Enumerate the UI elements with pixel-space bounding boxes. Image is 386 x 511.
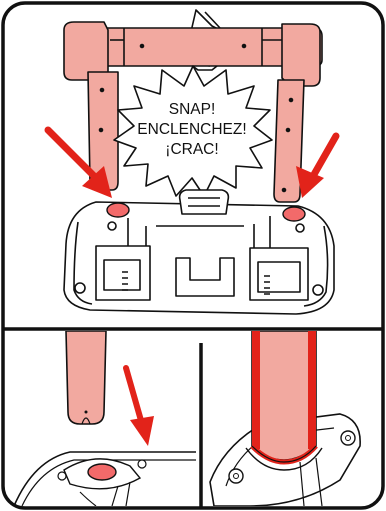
leg-piece [66,331,106,424]
callout-line-2: ENCLENCHEZ! [137,121,246,138]
seated-leg [252,331,316,460]
right-socket-highlight [283,207,305,221]
right-corner [282,24,320,86]
callout-line-1: SNAP! [169,101,216,118]
left-socket-highlight [107,203,129,217]
overview-panel: SNAP! ENCLENCHEZ! ¡CRAC! [48,10,336,314]
socket-highlight [88,464,116,480]
tray-handle [180,190,229,214]
callout-line-3: ¡CRAC! [165,141,218,158]
